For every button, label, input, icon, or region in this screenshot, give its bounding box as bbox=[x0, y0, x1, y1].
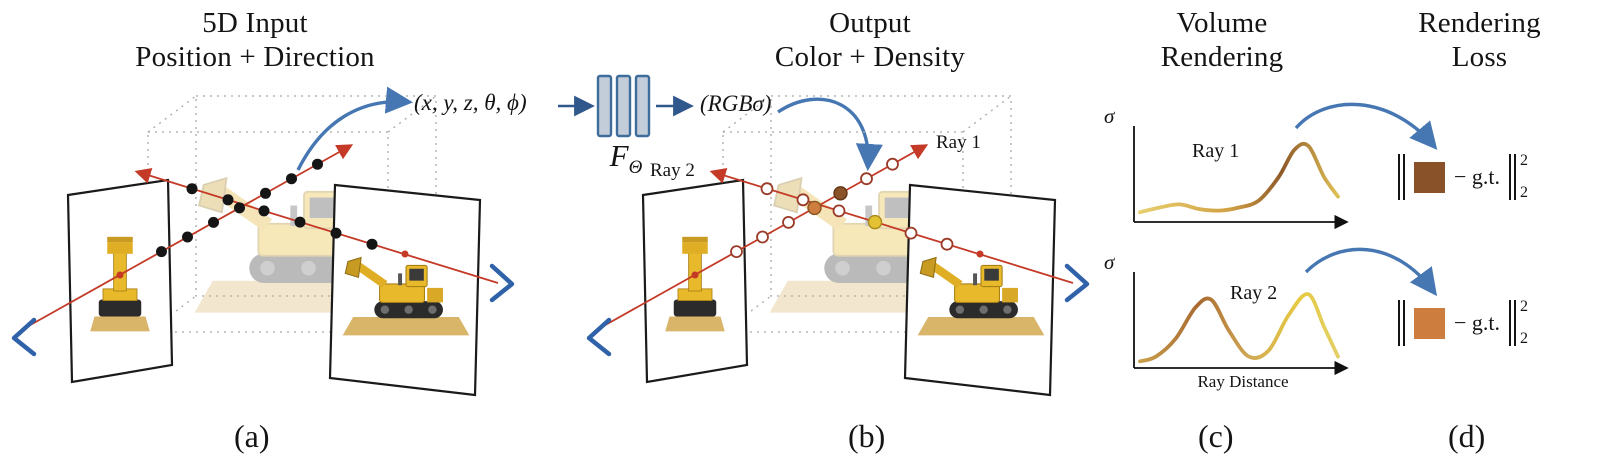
camera-icon bbox=[586, 263, 1090, 357]
ground-truth-label-1: − g.t. bbox=[1454, 164, 1501, 189]
panel-c-title-line2: Rendering bbox=[1160, 41, 1284, 74]
ground-truth-label-2: − g.t. bbox=[1454, 310, 1501, 335]
ray-sample-points bbox=[156, 158, 378, 258]
pixel-dot bbox=[116, 271, 124, 279]
mlp-network-layers bbox=[596, 74, 651, 138]
pixel-dot bbox=[401, 250, 409, 258]
panel-a-scene bbox=[11, 96, 515, 395]
norm-open-bars bbox=[1398, 154, 1405, 200]
norm-exponents-2: 2 2 bbox=[1520, 298, 1528, 348]
render-to-loss-arrow-2 bbox=[1304, 247, 1438, 297]
ray-distance-axis-label: Ray Distance bbox=[1197, 372, 1289, 391]
pixel-dot bbox=[976, 250, 984, 258]
ray2-label-plot: Ray 2 bbox=[1230, 282, 1278, 304]
panel-b-title: Output Color + Density bbox=[675, 6, 1065, 74]
pixel-dot bbox=[691, 271, 699, 279]
input-flow-arrow bbox=[296, 86, 414, 171]
camera-icon bbox=[11, 263, 515, 357]
panel-c-title-line1: Volume bbox=[1176, 7, 1268, 39]
norm-superscript: 2 bbox=[1520, 152, 1529, 169]
norm-superscript: 2 bbox=[1520, 298, 1529, 315]
density-plot-2 bbox=[1133, 272, 1349, 376]
loss-term-2: − g.t. 2 2 bbox=[1398, 297, 1528, 349]
colored-sample-brown bbox=[833, 186, 848, 201]
ray1-label-scene: Ray 1 bbox=[936, 132, 981, 153]
caption-a: (a) bbox=[234, 418, 270, 454]
panel-a-title-line2: Position + Direction bbox=[135, 41, 375, 74]
network-label: FΘ bbox=[594, 138, 658, 179]
norm-exponents-1: 2 2 bbox=[1520, 152, 1528, 202]
network-name: F bbox=[609, 138, 629, 173]
output-flow-arrow bbox=[777, 97, 883, 172]
panel-d-title: Rendering Loss bbox=[1372, 6, 1587, 74]
sigma-axis-label-1: σ bbox=[1104, 104, 1115, 128]
caption-c: (c) bbox=[1198, 418, 1234, 454]
panel-c-title: Volume Rendering bbox=[1112, 6, 1332, 74]
rendered-color-swatch-1 bbox=[1414, 161, 1445, 193]
density-plot-1 bbox=[1133, 126, 1349, 230]
panel-a-title: 5D Input Position + Direction bbox=[60, 6, 450, 74]
loss-term-1: − g.t. 2 2 bbox=[1398, 151, 1528, 203]
density-curve-ray1 bbox=[1138, 141, 1340, 215]
panel-b-scene bbox=[586, 96, 1090, 395]
rendered-color-swatch-2 bbox=[1414, 307, 1445, 339]
output-rgbsigma-formula: (RGBσ) bbox=[700, 91, 772, 116]
panel-b-title-line2: Color + Density bbox=[774, 41, 966, 74]
norm-subscript: 2 bbox=[1520, 184, 1529, 201]
network-subscript: Θ bbox=[628, 157, 643, 179]
ray1-label-plot: Ray 1 bbox=[1192, 140, 1240, 162]
caption-d: (d) bbox=[1448, 418, 1486, 454]
ray2-label-scene: Ray 2 bbox=[650, 160, 695, 181]
norm-subscript: 2 bbox=[1520, 330, 1529, 347]
density-curve-ray2 bbox=[1138, 292, 1340, 364]
scene-3d bbox=[643, 96, 1055, 395]
norm-close-bars bbox=[1509, 154, 1517, 200]
panel-a-title-line1: 5D Input bbox=[202, 7, 308, 39]
norm-close-bars bbox=[1509, 300, 1517, 346]
ray-sample-circles bbox=[730, 157, 954, 259]
colored-sample-orange bbox=[807, 200, 822, 216]
norm-open-bars bbox=[1398, 300, 1405, 346]
panel-d-title-line2: Loss bbox=[1451, 41, 1508, 74]
panel-d-title-line1: Rendering bbox=[1418, 7, 1541, 39]
input-5d-formula: (x, y, z, θ, ϕ) bbox=[414, 90, 527, 115]
caption-b: (b) bbox=[848, 418, 886, 454]
render-to-loss-arrow-1 bbox=[1294, 102, 1438, 150]
colored-sample-yellow bbox=[867, 214, 883, 230]
sigma-axis-label-2: σ bbox=[1104, 250, 1115, 274]
panel-b-title-line1: Output bbox=[829, 7, 911, 39]
scene-3d bbox=[68, 96, 480, 395]
